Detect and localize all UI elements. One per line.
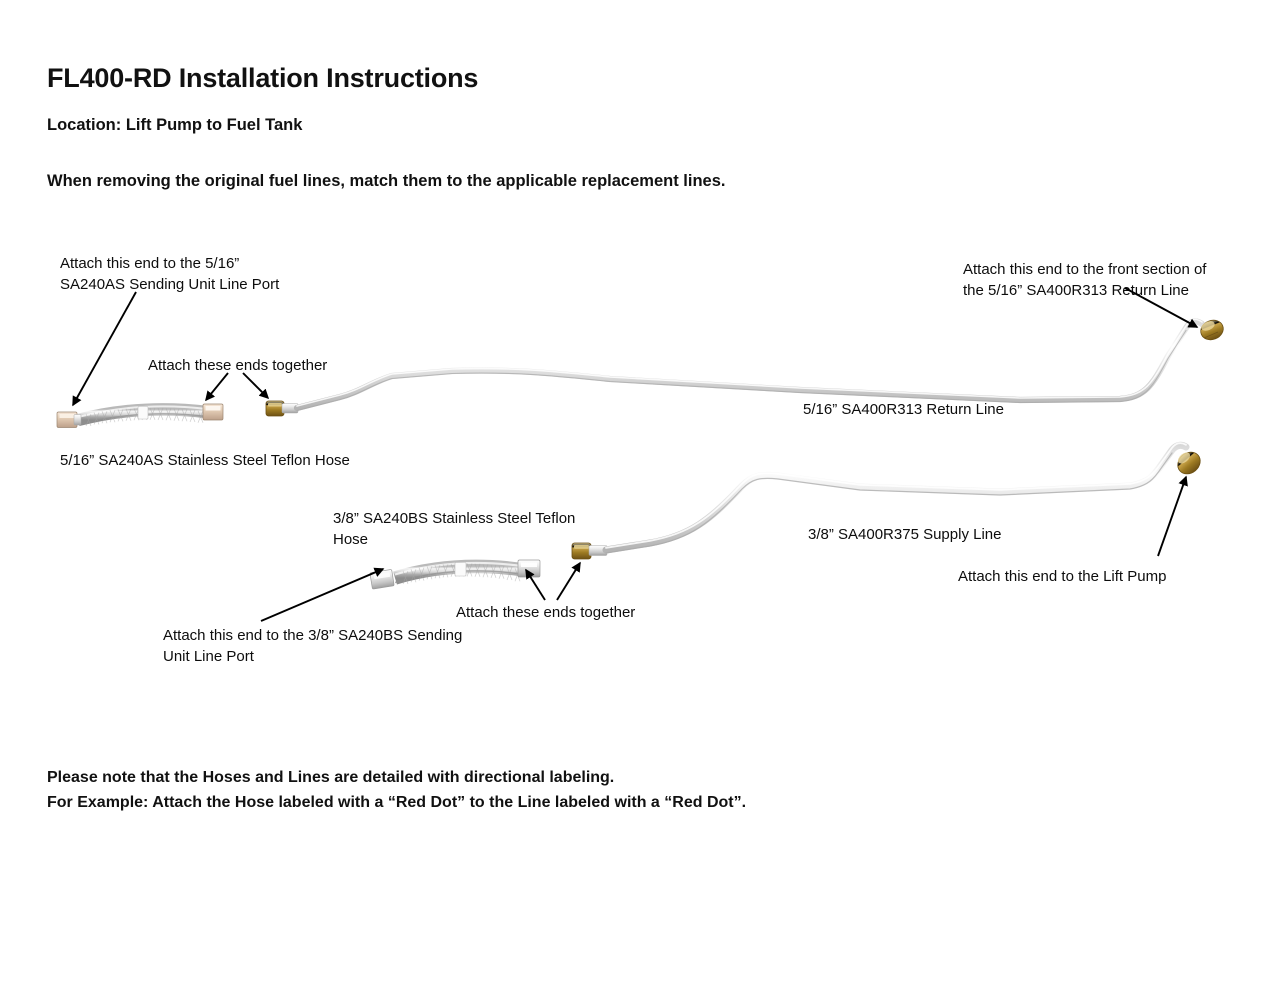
supply-line-right-fitting bbox=[1177, 451, 1201, 475]
label-hose-516: 5/16” SA240AS Stainless Steel Teflon Hos… bbox=[60, 452, 350, 469]
location-subtitle: Location: Lift Pump to Fuel Tank bbox=[47, 116, 303, 134]
primary-instruction: When removing the original fuel lines, m… bbox=[47, 172, 726, 190]
hose-38-assembly bbox=[369, 559, 541, 590]
return-line-left-fitting bbox=[265, 400, 299, 417]
hose-516-assembly bbox=[56, 403, 224, 428]
arrow-upper-join-right bbox=[242, 372, 270, 400]
annotation-top-left-hose-end: Attach this end to the 5/16” SA240AS Sen… bbox=[60, 255, 280, 293]
return-line-right-fitting bbox=[1200, 319, 1224, 341]
braided-hose-body-38 bbox=[393, 559, 526, 585]
page-title: FL400-RD Installation Instructions bbox=[47, 63, 479, 93]
return-line-516 bbox=[265, 318, 1224, 417]
annotation-top-right-line-end: Attach this end to the front section of … bbox=[963, 261, 1207, 299]
hose-38-left-fitting bbox=[369, 569, 395, 590]
hose-38-right-fitting bbox=[517, 559, 541, 578]
label-supply-line: 3/8” SA400R375 Supply Line bbox=[808, 526, 1002, 543]
label-hose-38: 3/8” SA240BS Stainless Steel Teflon Hose bbox=[333, 510, 576, 548]
arrow-upper-join-left bbox=[205, 372, 229, 402]
annotation-bottom-left-hose-end: Attach this end to the 3/8” SA240BS Send… bbox=[163, 627, 463, 665]
arrow-bottom-left-hose bbox=[260, 567, 385, 622]
annotation-upper-join: Attach these ends together bbox=[148, 357, 328, 374]
arrow-top-left-hose bbox=[72, 291, 137, 407]
annotation-lower-join: Attach these ends together bbox=[456, 604, 636, 621]
label-return-line: 5/16” SA400R313 Return Line bbox=[803, 401, 1004, 418]
hose-516-right-fitting bbox=[202, 403, 224, 421]
braided-hose-body-516 bbox=[76, 403, 208, 427]
hose-516-left-fitting bbox=[56, 411, 82, 428]
arrow-lower-join-right bbox=[556, 561, 581, 601]
arrow-lower-join-left bbox=[525, 568, 546, 601]
footer-note: Please note that the Hoses and Lines are… bbox=[47, 769, 747, 811]
arrow-lift-pump bbox=[1157, 475, 1188, 557]
annotation-lift-pump-end: Attach this end to the Lift Pump bbox=[958, 568, 1167, 585]
